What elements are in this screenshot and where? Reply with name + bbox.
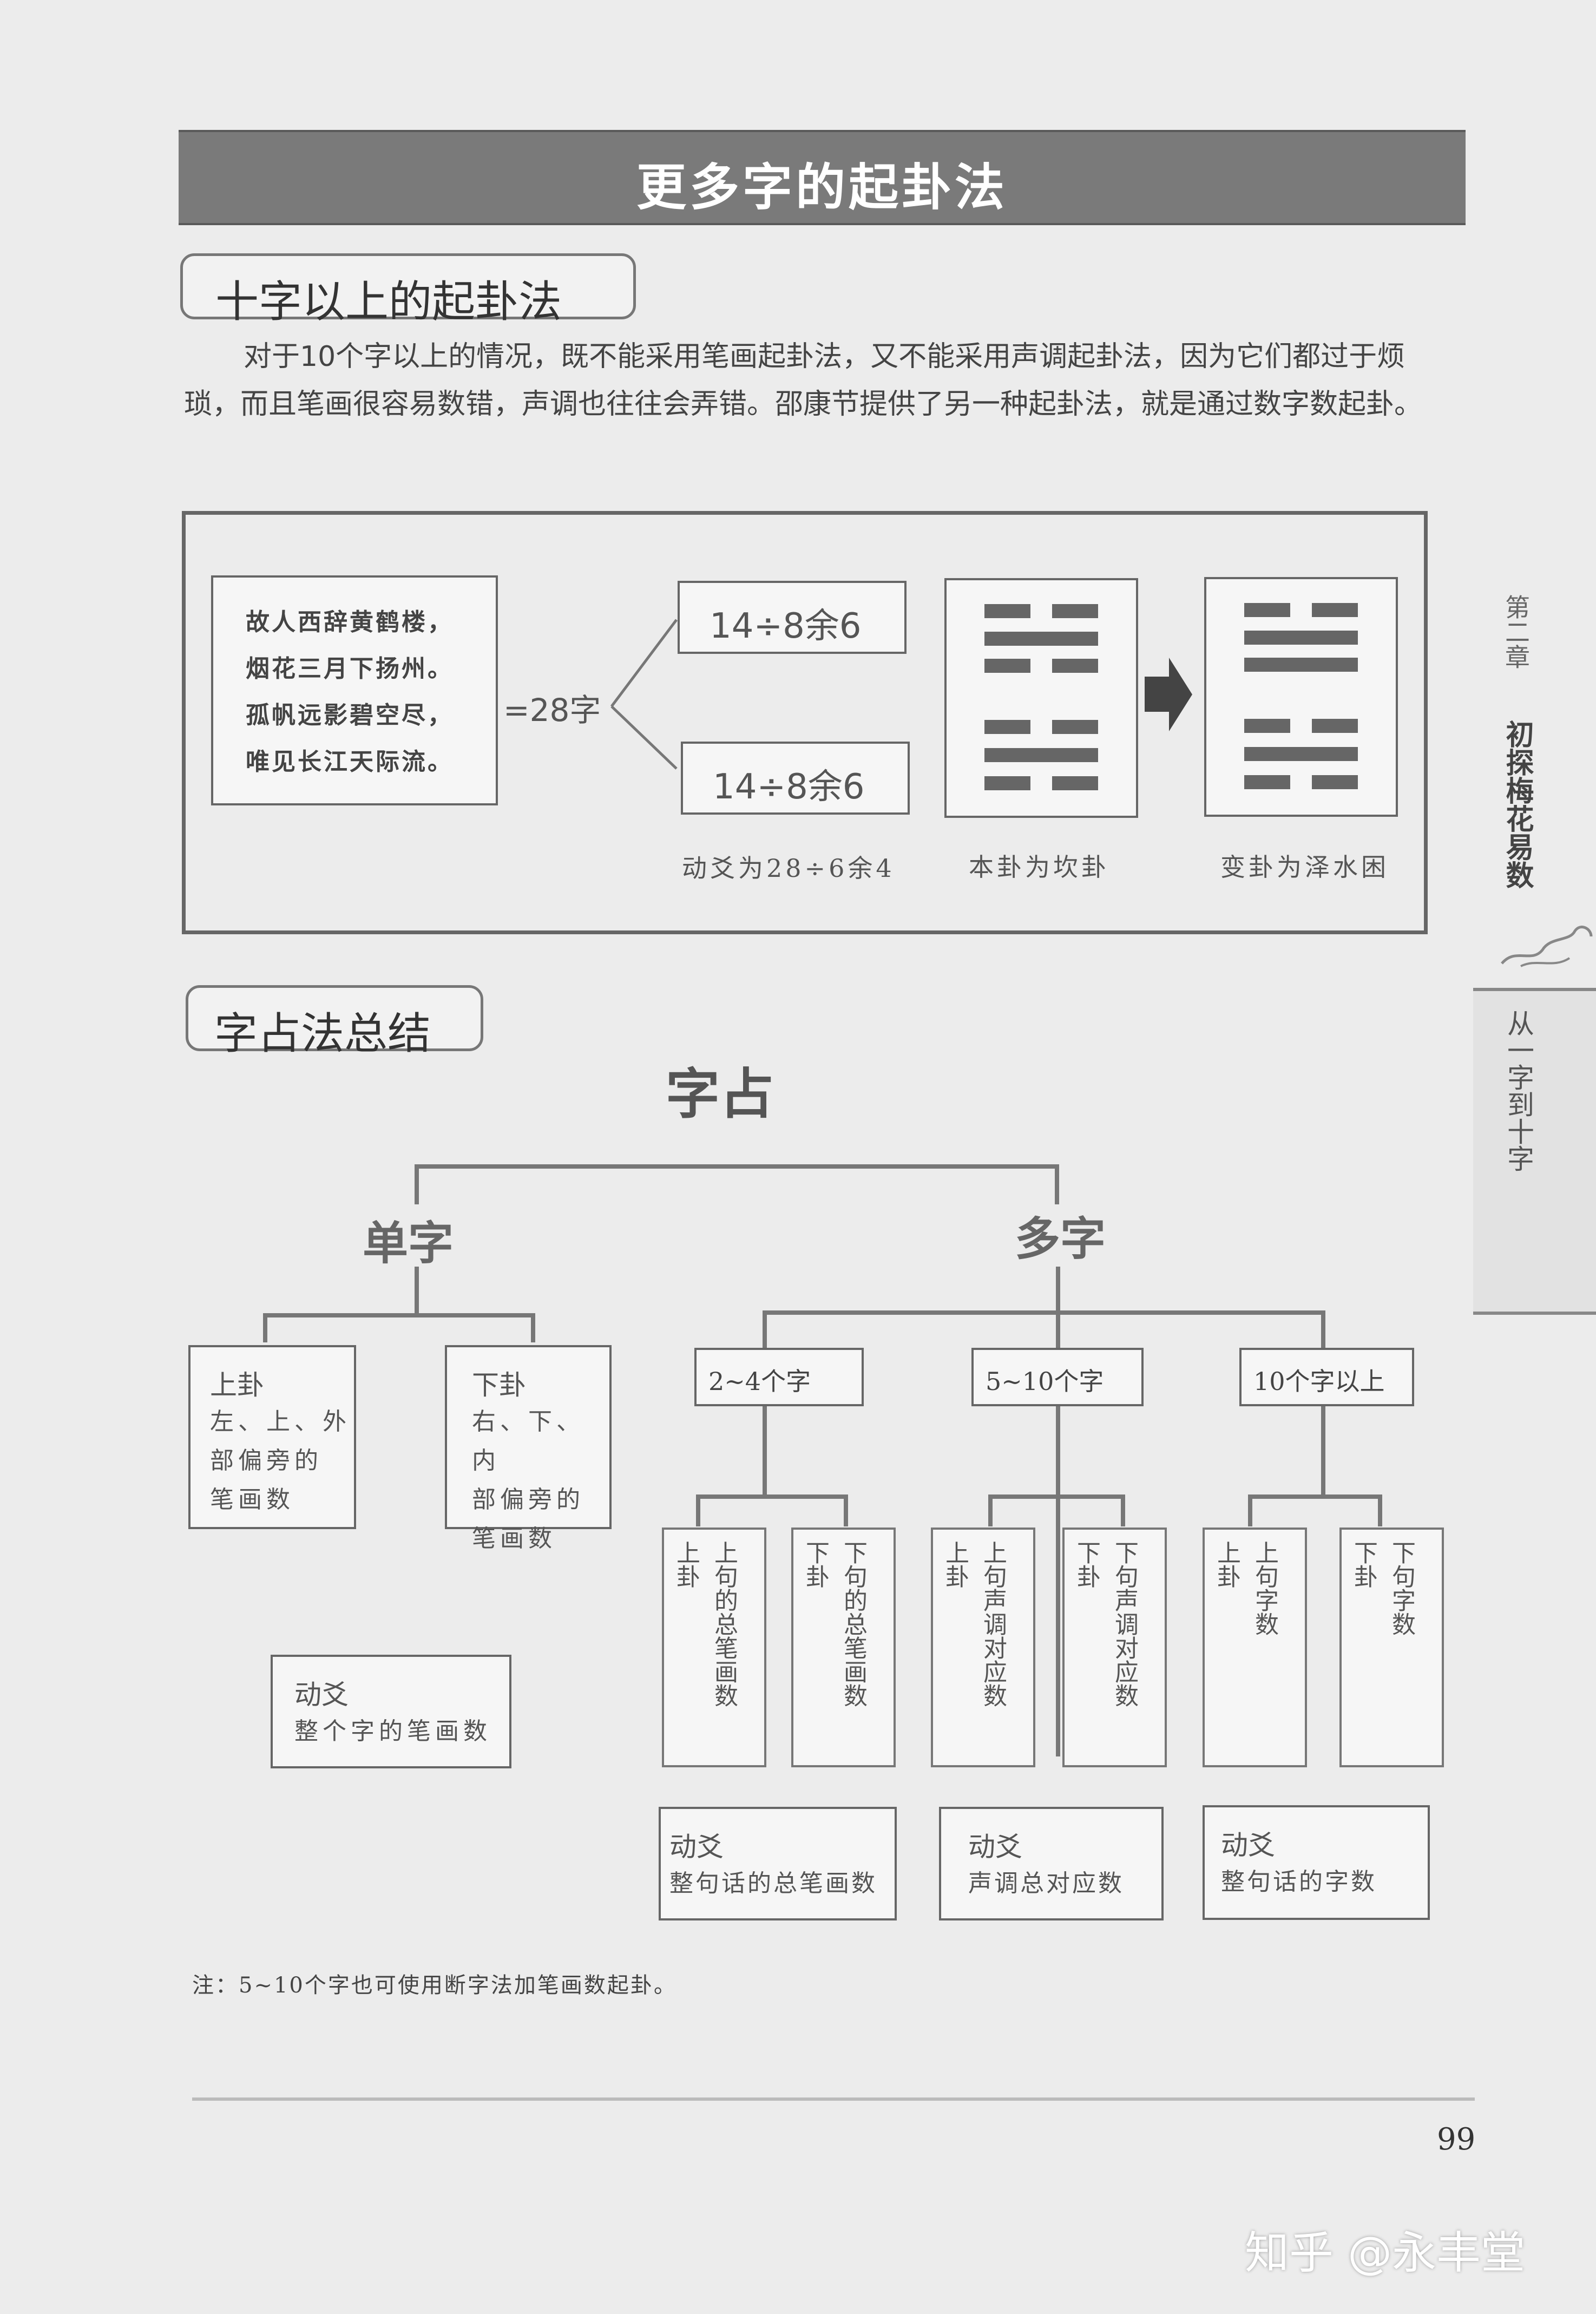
side-section-panel — [1473, 988, 1596, 1315]
original-hexagram — [944, 578, 1138, 818]
tree-root: 字占 — [666, 1063, 774, 1126]
side-section-title: 从一字到十字 — [1503, 1009, 1534, 1172]
page-title: 更多字的起卦法 — [636, 159, 1008, 217]
section-heading-ten-plus: 十字以上的起卦法 — [180, 253, 636, 327]
section-heading-label: 字占法总结 — [214, 1008, 431, 1059]
node-text: 下句的总笔画数 — [839, 1541, 867, 1707]
poem-line: 孤帆远影碧空尽， — [246, 702, 454, 729]
watermark: 知乎 @永丰堂 — [1245, 2227, 1526, 2279]
footnote: 注：5~10个字也可使用断字法加笔画数起卦。 — [192, 1973, 677, 1998]
node-text: 声调总对应数 — [968, 1870, 1124, 1897]
page-number: 99 — [1437, 2122, 1476, 2157]
calc-box-top: 14÷8余6 — [678, 581, 907, 654]
node-title: 下卦 — [472, 1369, 526, 1401]
poem-line: 烟花三月下扬州。 — [246, 655, 454, 683]
g3-moving-box: 动爻 整句话的字数 — [1203, 1805, 1430, 1920]
g2-lower-box: 下卦 下句声调对应数 — [1062, 1528, 1167, 1767]
node-text-line: 右、下、内 — [472, 1408, 584, 1474]
node-label: 上卦 — [672, 1541, 700, 1588]
caption-original: 本卦为坎卦 — [969, 853, 1109, 882]
section-heading-summary: 字占法总结 — [186, 985, 483, 1059]
equals-count: =28字 — [503, 692, 601, 729]
poem-line: 故人西辞黄鹤楼， — [246, 608, 454, 636]
node-text: 整句话的总笔画数 — [669, 1870, 877, 1897]
node-title: 上卦 — [210, 1369, 264, 1401]
node-label: 下卦 — [1350, 1541, 1377, 1588]
single-moving-box: 动爻 整个字的笔画数 — [271, 1655, 511, 1768]
g2-upper-box: 上卦 上句声调对应数 — [931, 1528, 1035, 1767]
node-title: 动爻 — [1221, 1830, 1275, 1861]
page-title-bar: 更多字的起卦法 — [179, 130, 1466, 225]
side-chapter-title: 初探梅花易数 — [1501, 720, 1533, 889]
node-text: 上句字数 — [1251, 1541, 1278, 1636]
calc-top: 14÷8余6 — [710, 606, 862, 646]
node-label: 上卦 — [1213, 1541, 1240, 1588]
node-label: 下卦 — [802, 1541, 829, 1588]
section-heading-label: 十字以上的起卦法 — [215, 277, 562, 327]
node-text-line: 部偏旁的 — [472, 1486, 584, 1513]
caption-moving-line: 动爻为28÷6余4 — [682, 854, 895, 883]
g2-moving-box: 动爻 声调总对应数 — [939, 1807, 1164, 1920]
node-text: 上句的总笔画数 — [710, 1541, 738, 1707]
g1-lower-box: 下卦 下句的总笔画数 — [791, 1528, 896, 1767]
intro-paragraph: 对于10个字以上的情况，既不能采用笔画起卦法，又不能采用声调起卦法，因为它们都过… — [184, 340, 1423, 421]
g1-moving-box: 动爻 整句话的总笔画数 — [659, 1807, 897, 1920]
node-single: 单字 — [363, 1217, 454, 1270]
node-title: 动爻 — [968, 1831, 1022, 1863]
node-text-line: 笔画数 — [472, 1525, 556, 1552]
bottom-rule — [192, 2097, 1475, 2101]
cloud-ornament-icon — [1501, 926, 1593, 967]
poem-line: 唯见长江天际流。 — [246, 748, 454, 776]
node-text: 上句声调对应数 — [979, 1541, 1007, 1707]
g1-upper-box: 上卦 上句的总笔画数 — [662, 1528, 766, 1767]
node-label: 下卦 — [1073, 1541, 1100, 1588]
changed-hexagram — [1204, 577, 1398, 817]
node-label: 上卦 — [941, 1541, 969, 1588]
caption-changed: 变卦为泽水困 — [1220, 853, 1389, 882]
group-label: 5~10个字 — [986, 1367, 1104, 1396]
node-text: 下句字数 — [1388, 1541, 1415, 1636]
group-header-5-10: 5~10个字 — [971, 1348, 1144, 1406]
poem-box: 故人西辞黄鹤楼， 烟花三月下扬州。 孤帆远影碧空尽， 唯见长江天际流。 — [211, 575, 498, 805]
single-upper-box: 上卦 左、上、外 部偏旁的 笔画数 — [188, 1345, 356, 1529]
group-label: 10个字以上 — [1253, 1367, 1385, 1396]
branch-lines — [610, 619, 678, 770]
side-chapter: 第二章 — [1501, 594, 1531, 669]
arrow-icon — [1145, 658, 1192, 731]
node-title: 动爻 — [294, 1679, 349, 1710]
node-text: 整个字的笔画数 — [294, 1718, 491, 1745]
node-text-line: 左、上、外 — [210, 1408, 351, 1435]
node-title: 动爻 — [669, 1831, 724, 1863]
single-lower-box: 下卦 右、下、内 部偏旁的 笔画数 — [445, 1345, 612, 1552]
g3-lower-box: 下卦 下句字数 — [1339, 1528, 1444, 1767]
node-text-line: 部偏旁的 — [210, 1447, 323, 1474]
node-text-line: 笔画数 — [210, 1486, 294, 1513]
calc-bottom: 14÷8余6 — [713, 767, 865, 807]
node-multi: 多字 — [1015, 1212, 1106, 1266]
calc-box-bottom: 14÷8余6 — [681, 742, 910, 815]
node-text: 整句话的字数 — [1221, 1868, 1377, 1896]
group-label: 2~4个字 — [708, 1367, 811, 1396]
group-header-2-4: 2~4个字 — [694, 1348, 864, 1406]
group-header-10-plus: 10个字以上 — [1239, 1348, 1414, 1406]
example-frame — [182, 511, 1428, 934]
node-text: 下句声调对应数 — [1111, 1541, 1138, 1707]
g3-upper-box: 上卦 上句字数 — [1203, 1528, 1307, 1767]
